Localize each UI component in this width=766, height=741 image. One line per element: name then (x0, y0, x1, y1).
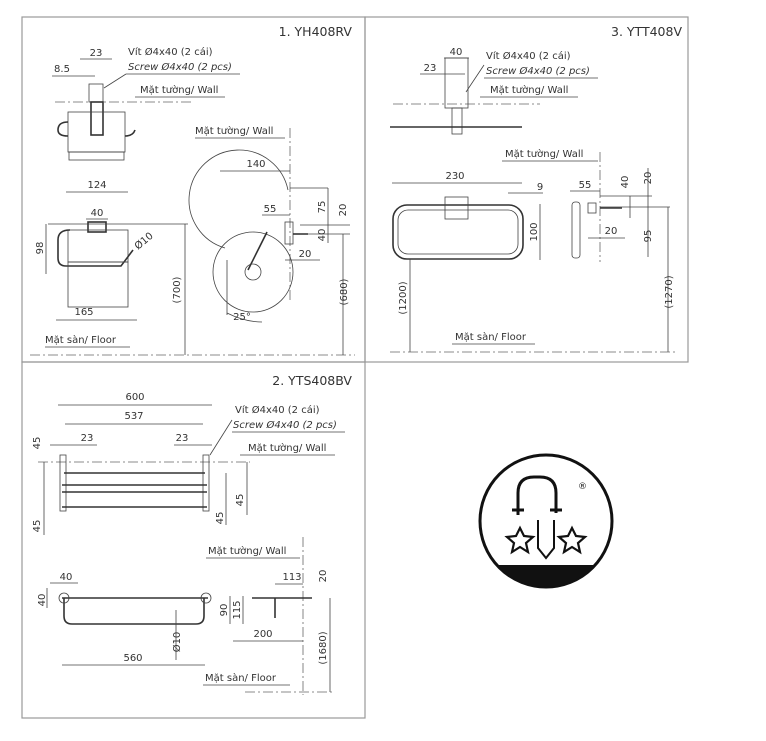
dim-label: 45 (32, 520, 43, 533)
panel-title: 2. YTS408BV (272, 373, 352, 388)
wall-label: Mặt tường/ Wall (140, 84, 218, 96)
dim-label: 600 (125, 392, 144, 403)
dim-label: Ø10 (132, 230, 156, 252)
dim-label: 9 (537, 182, 543, 193)
dim-label: 45 (235, 494, 246, 507)
panel-yh408rv: 1. YH408RV Vít Ø4x40 (2 cái) Screw Ø4x40… (30, 24, 355, 356)
dim-label: 75 (317, 201, 328, 214)
dim-label: 20 (318, 570, 329, 583)
dim-label: 25° (233, 312, 251, 323)
dim-label: 40 (450, 47, 463, 58)
dim-label: 115 (232, 600, 243, 619)
dim-label: 20 (338, 204, 349, 217)
dim-label: 20 (605, 226, 618, 237)
screw-label-en: Screw Ø4x40 (2 pcs) (128, 61, 232, 73)
panel-title: 3. YTT408V (611, 24, 682, 39)
screw-label-en: Screw Ø4x40 (2 pcs) (233, 419, 337, 431)
screw-label-vi: Vít Ø4x40 (2 cái) (128, 46, 213, 58)
dim-label: 40 (317, 229, 328, 242)
dim-label: 20 (643, 172, 654, 185)
dim-label: (1270) (664, 275, 675, 308)
dim-label: 165 (74, 307, 93, 318)
dim-label: 100 (529, 222, 540, 241)
dim-label: 230 (445, 171, 464, 182)
panel-frame-ytt408v (364, 16, 689, 363)
panel-frame-yts408bv (21, 361, 366, 719)
panel-ytt408v: 3. YTT408V 40 23 Vít Ø4x40 (2 cái) Screw… (390, 24, 682, 353)
wall-label: Mặt tường/ Wall (248, 442, 326, 454)
dim-label: 200 (253, 629, 272, 640)
dim-label: 8.5 (54, 64, 70, 75)
faucet-logo-icon: ® (478, 453, 614, 589)
screw-label-vi: Vít Ø4x40 (2 cái) (486, 50, 571, 62)
screw-label-en: Screw Ø4x40 (2 pcs) (486, 65, 590, 77)
dim-label: (700) (172, 276, 183, 303)
wall-label: Mặt tường/ Wall (195, 125, 273, 137)
panel-title: 1. YH408RV (279, 24, 353, 39)
dim-label: 40 (37, 594, 48, 607)
dim-label: 40 (620, 176, 631, 189)
dim-label: Ø10 (171, 632, 183, 653)
dim-label: 40 (91, 208, 104, 219)
dim-label: 45 (215, 512, 226, 525)
dim-label: 55 (264, 204, 277, 215)
dim-label: 23 (81, 433, 94, 444)
floor-label: Mặt sàn/ Floor (205, 672, 277, 684)
dim-label: 90 (219, 604, 230, 617)
dim-label: 23 (90, 48, 103, 59)
floor-label: Mặt sàn/ Floor (45, 334, 117, 346)
wall-label: Mặt tường/ Wall (208, 545, 286, 557)
dim-label: 23 (176, 433, 189, 444)
panel-yts408bv: 2. YTS408BV 600 537 23 23 45 Vít Ø4x40 (… (32, 373, 352, 695)
dim-label: 537 (124, 411, 143, 422)
floor-label: Mặt sàn/ Floor (455, 331, 527, 343)
dim-label: (1200) (398, 281, 409, 314)
dim-label: 95 (643, 230, 654, 243)
dim-label: 20 (299, 249, 312, 260)
dim-label: 45 (32, 437, 43, 450)
wall-label: Mặt tường/ Wall (505, 148, 583, 160)
dim-label: (1680) (318, 631, 329, 664)
dim-label: 23 (424, 63, 437, 74)
dim-label: 55 (579, 180, 592, 191)
screw-label-vi: Vít Ø4x40 (2 cái) (235, 404, 320, 416)
dim-label: 124 (87, 180, 106, 191)
dim-label: 98 (35, 242, 46, 255)
dim-label: 113 (282, 572, 301, 583)
dim-label: 560 (123, 653, 142, 664)
wall-label: Mặt tường/ Wall (490, 84, 568, 96)
dim-label: (680) (339, 278, 350, 305)
dim-label: 140 (246, 159, 265, 170)
registered-mark: ® (578, 482, 587, 492)
dim-label: 40 (60, 572, 73, 583)
